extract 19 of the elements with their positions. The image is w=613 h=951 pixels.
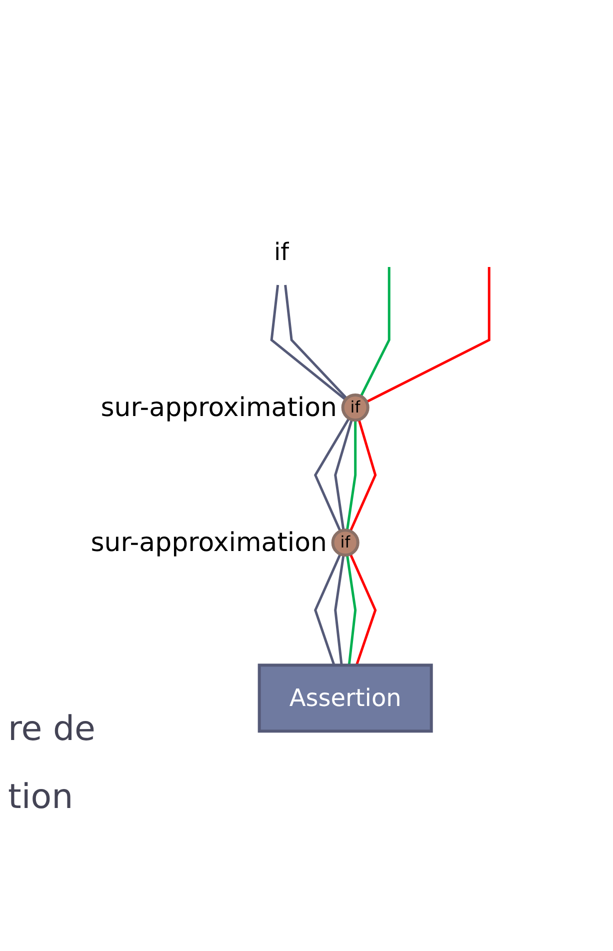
connector — [314, 418, 350, 532]
node-circle: if — [341, 394, 370, 422]
connector — [360, 267, 390, 398]
connector — [334, 420, 353, 531]
node-caption: sur-approximation — [100, 392, 338, 423]
connector — [366, 267, 490, 404]
slide-text: re de — [8, 709, 96, 749]
connector — [349, 420, 377, 532]
connector — [314, 554, 342, 666]
slide-text: tion — [8, 777, 74, 817]
connector — [284, 285, 348, 400]
connector — [334, 555, 345, 666]
node-box: Assertion — [258, 664, 433, 734]
connector — [270, 285, 346, 402]
connector — [346, 555, 357, 666]
connector — [346, 420, 357, 531]
node-circle: if — [331, 529, 360, 558]
connector — [349, 554, 377, 666]
node-caption: sur-approximation — [90, 528, 328, 558]
